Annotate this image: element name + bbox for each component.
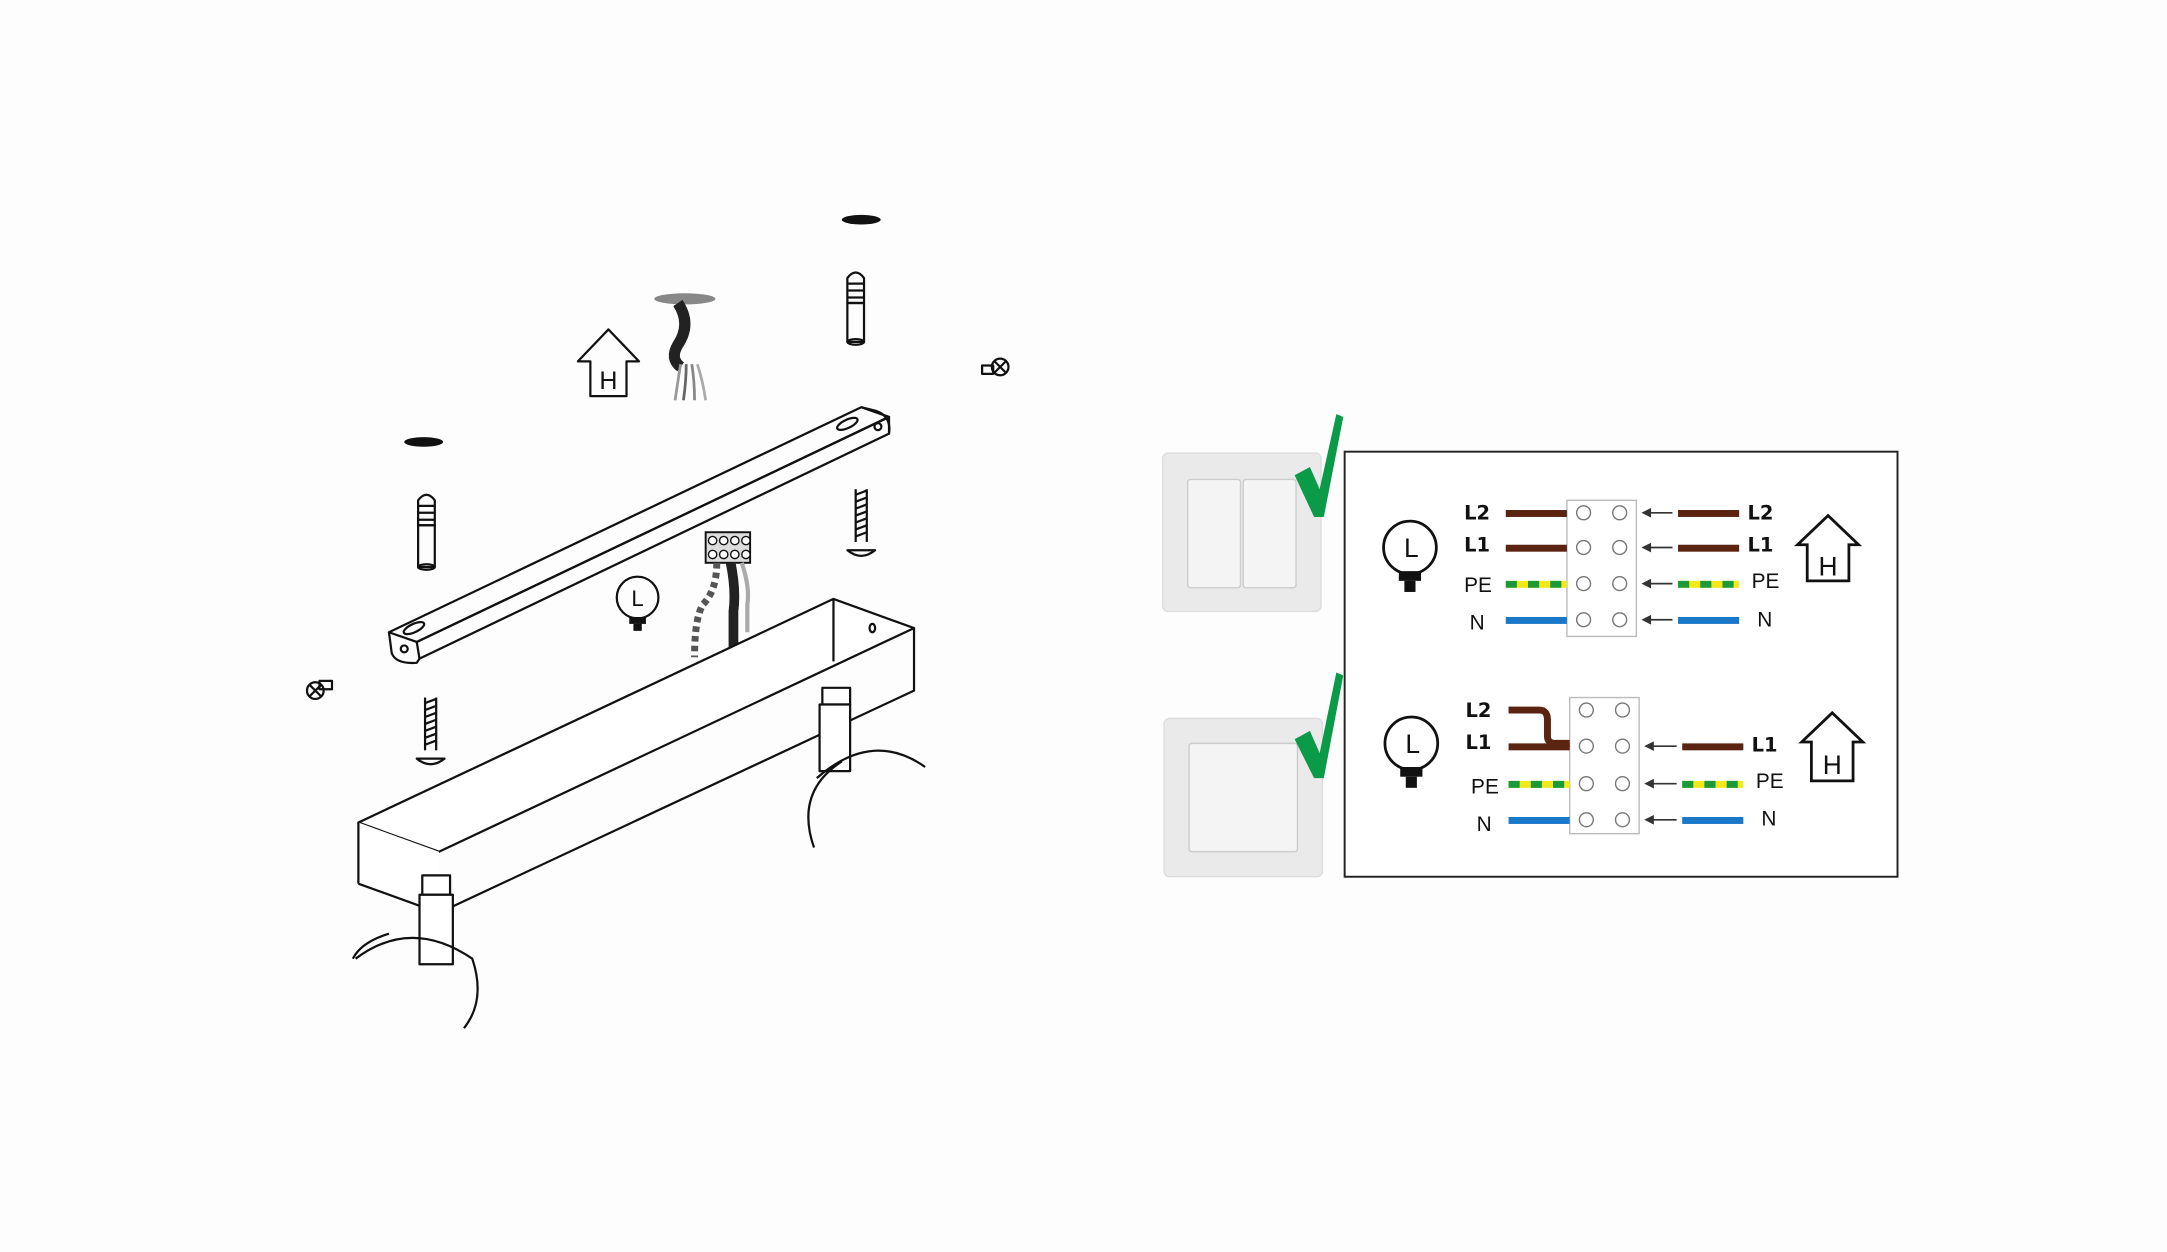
ceiling-hole [841, 214, 881, 225]
spotlight [807, 686, 926, 848]
wall-plug [417, 493, 436, 571]
ceiling-hole [404, 437, 444, 447]
lamp-icon: L [615, 575, 660, 631]
house-icon: H [1794, 513, 1863, 583]
double-switch [1161, 452, 1322, 613]
lamp-icon-letter: L [1405, 729, 1420, 759]
house-icon-letter: H [1819, 551, 1838, 581]
label-n: N [1757, 609, 1772, 632]
arrows [1641, 507, 1673, 625]
lamp-icon-letter: L [1404, 533, 1419, 563]
lamp-icon: L [1382, 519, 1438, 592]
canopy-box [357, 597, 916, 914]
wire-l1 [1682, 743, 1744, 751]
screw [846, 489, 877, 557]
wire-l2 [1505, 510, 1567, 517]
check-icon [1294, 672, 1344, 779]
wire-l2-bridge [1508, 706, 1570, 747]
label-l2: L2 [1466, 699, 1492, 722]
label-pe: PE [1464, 574, 1492, 597]
house-icon: H [576, 328, 641, 398]
label-l2: L2 [1464, 502, 1490, 525]
wire-l2 [1678, 510, 1740, 517]
assembly-drawing: H L [305, 214, 1010, 1029]
wire-l1 [1505, 544, 1567, 552]
lamp-icon: L [1383, 715, 1440, 788]
wire-l1 [1508, 743, 1570, 751]
wire-n [1505, 616, 1567, 624]
wall-plug [846, 271, 866, 346]
small-screw [980, 357, 1010, 377]
label-l1: L1 [1464, 534, 1490, 557]
label-n: N [1761, 807, 1776, 830]
label-l1: L1 [1752, 734, 1778, 757]
label-l2: L2 [1747, 502, 1773, 525]
terminal-block [691, 531, 752, 661]
mains-cable [654, 293, 716, 401]
label-n: N [1470, 611, 1485, 634]
house-icon-letter: H [1823, 750, 1842, 780]
spotlight [351, 874, 479, 1029]
label-l1: L1 [1466, 731, 1492, 754]
wire-l1 [1678, 544, 1740, 552]
wire-n [1508, 817, 1570, 824]
screw [415, 697, 446, 766]
label-pe: PE [1752, 570, 1780, 593]
house-icon: H [1798, 710, 1867, 783]
label-pe: PE [1471, 775, 1499, 798]
arrows [1644, 741, 1677, 825]
terminal-strip [1568, 696, 1640, 835]
wiring-diagram: L H [1343, 450, 1899, 878]
terminal-strip [1566, 499, 1638, 638]
small-screw [305, 679, 334, 701]
lamp-icon-letter: L [631, 586, 643, 611]
single-switch [1163, 717, 1324, 878]
label-l1: L1 [1747, 534, 1773, 557]
wire-n [1682, 817, 1744, 824]
mounting-rail [387, 406, 891, 665]
wire-n [1678, 616, 1740, 624]
house-icon-letter: H [599, 367, 617, 395]
label-pe: PE [1756, 770, 1784, 793]
label-n: N [1477, 813, 1492, 836]
check-icon [1294, 414, 1344, 517]
